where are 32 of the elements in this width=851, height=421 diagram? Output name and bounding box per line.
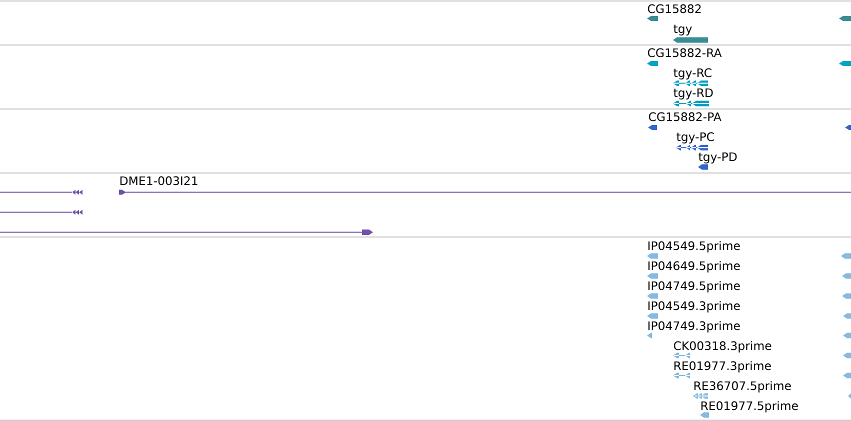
feature-label: IP04649.5prime <box>648 261 740 272</box>
feature-label: tgy-RD <box>674 88 713 100</box>
feature-label: CK00318.3prime <box>674 341 772 352</box>
feature-bar <box>841 253 851 259</box>
feature-bar <box>842 293 851 299</box>
feature-bar <box>848 393 851 399</box>
feature-label: RE01977.3prime <box>674 361 771 372</box>
feature-label: tgy-PD <box>698 152 737 164</box>
feature-label: tgy <box>674 24 692 36</box>
feature-bar <box>843 332 851 338</box>
feature-bar <box>843 372 851 378</box>
feature-bar <box>839 61 851 66</box>
feature-label: RE36707.5prime <box>694 381 791 392</box>
feature-label: DME1-003I21 <box>120 176 198 186</box>
feature-bar <box>843 352 851 358</box>
feature-bar <box>842 273 851 279</box>
feature-bar <box>843 313 851 319</box>
feature-label: tgy-RC <box>674 68 712 80</box>
feature-bar <box>845 125 851 130</box>
feature-bar <box>0 190 82 195</box>
feature-label: IP04749.3prime <box>648 321 740 332</box>
feature-label: tgy-PC <box>676 132 714 144</box>
feature-label: CG15882 <box>648 4 701 14</box>
feature-label: IP04549.5prime <box>648 241 740 252</box>
feature-label: IP04749.5prime <box>648 281 740 292</box>
feature-label: RE01977.5prime <box>701 401 798 412</box>
feature-label: CG15882-PA <box>648 112 722 122</box>
feature-bar <box>0 230 373 236</box>
feature-label: IP04549.3prime <box>648 301 740 312</box>
feature-bar <box>839 16 851 21</box>
feature-bar <box>0 210 82 215</box>
feature-label: CG15882-RA <box>648 48 722 58</box>
